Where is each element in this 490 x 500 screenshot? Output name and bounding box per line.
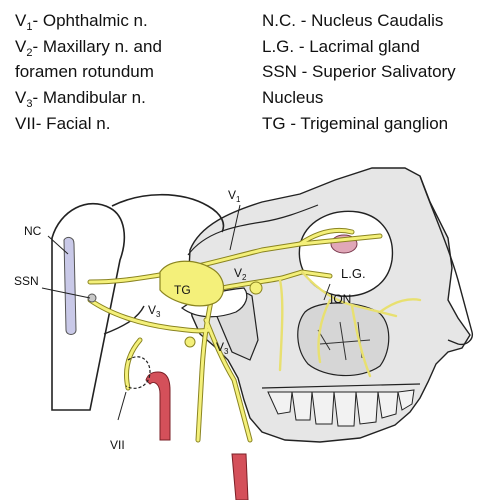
legend-item-v3: V3- Mandibular n. [15,88,146,110]
legend-item-lg: L.G. - Lacrimal gland [262,37,420,56]
infraorbital-branches [278,270,422,378]
legend-item-tg: TG - Trigeminal ganglion [262,114,449,133]
legend-item-v1: V1- Ophthalmic n. [15,11,148,33]
leader-lines [41,204,331,421]
tentorium [111,193,225,233]
label-tg: TG [174,283,191,297]
trigeminal-ganglion [159,260,225,307]
label-v1: V1 [228,188,241,204]
label-lg: L.G. [341,266,366,281]
label-vii: VII [110,438,125,452]
legend-item-vii: VII- Facial n. [15,114,111,133]
sinus-septa [317,321,371,361]
legend-item-ssn: SSN - Superior Salivatory [262,62,456,81]
legend-item-v2-cont: foramen rotundum [15,62,154,81]
legend-item-nc: N.C. - Nucleus Caudalis [262,11,444,30]
legend-item-v2: V2- Maxillary n. and [15,37,162,59]
label-nc: NC [24,224,42,238]
otic-ganglion [184,336,196,348]
nucleus-caudalis [63,236,77,335]
palate [261,383,421,389]
brainstem [51,203,126,411]
label-ssn: SSN [14,274,39,288]
label-v3-right: V3 [216,340,229,356]
label-v2: V2 [234,266,247,282]
upper-teeth [267,389,415,427]
cranial-base [187,204,319,256]
pterygopalatine-ganglion [249,281,263,295]
label-ion: ION [330,292,352,306]
carotid-artery [145,371,249,500]
facial-canal [125,356,151,389]
maxillary-sinus [297,302,390,377]
legend-item-ssn-cont: Nucleus [262,88,324,107]
nose [419,175,473,346]
label-v3-left: V3 [148,303,161,319]
